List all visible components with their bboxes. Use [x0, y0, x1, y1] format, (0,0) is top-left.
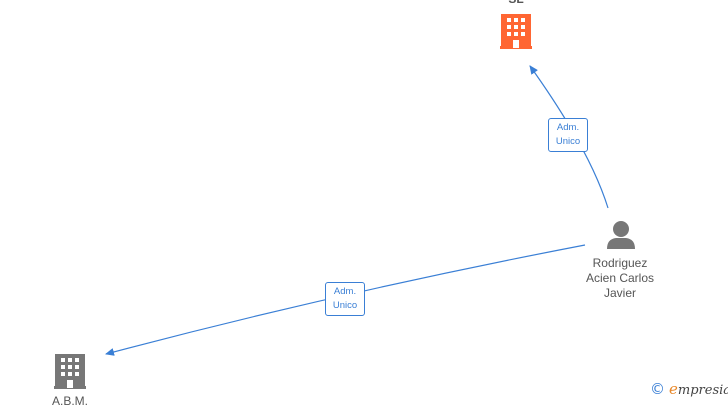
building-icon[interactable] — [500, 14, 532, 49]
company-label-top[interactable]: SL — [476, 0, 556, 7]
copyright-icon: © — [650, 380, 665, 398]
edge-label-line: Unico — [555, 136, 581, 147]
edge-label-line: Adm. — [333, 286, 357, 297]
edge-label-top: Adm. Unico — [548, 118, 588, 152]
person-icon[interactable] — [607, 221, 635, 249]
relationship-graph — [54, 14, 635, 389]
person-label-line: Rodriguez — [592, 256, 648, 270]
brand-logo: empresia — [669, 380, 728, 398]
edge-label-bottom: Adm. Unico — [325, 282, 365, 316]
person-label-line: Acien Carlos — [585, 271, 655, 285]
company-label-bottom[interactable]: A.B.M. — [51, 394, 88, 408]
brand-initial: e — [669, 380, 678, 398]
edge-label-line: Unico — [332, 300, 358, 311]
building-icon[interactable] — [54, 354, 86, 389]
person-label[interactable]: Rodriguez Acien Carlos Javier — [570, 256, 670, 301]
brand-rest: mpresia — [677, 383, 728, 398]
edge-label-line: Adm. — [556, 122, 580, 133]
empresia-watermark: © empresia — [650, 378, 728, 400]
person-label-line: Javier — [603, 286, 636, 300]
